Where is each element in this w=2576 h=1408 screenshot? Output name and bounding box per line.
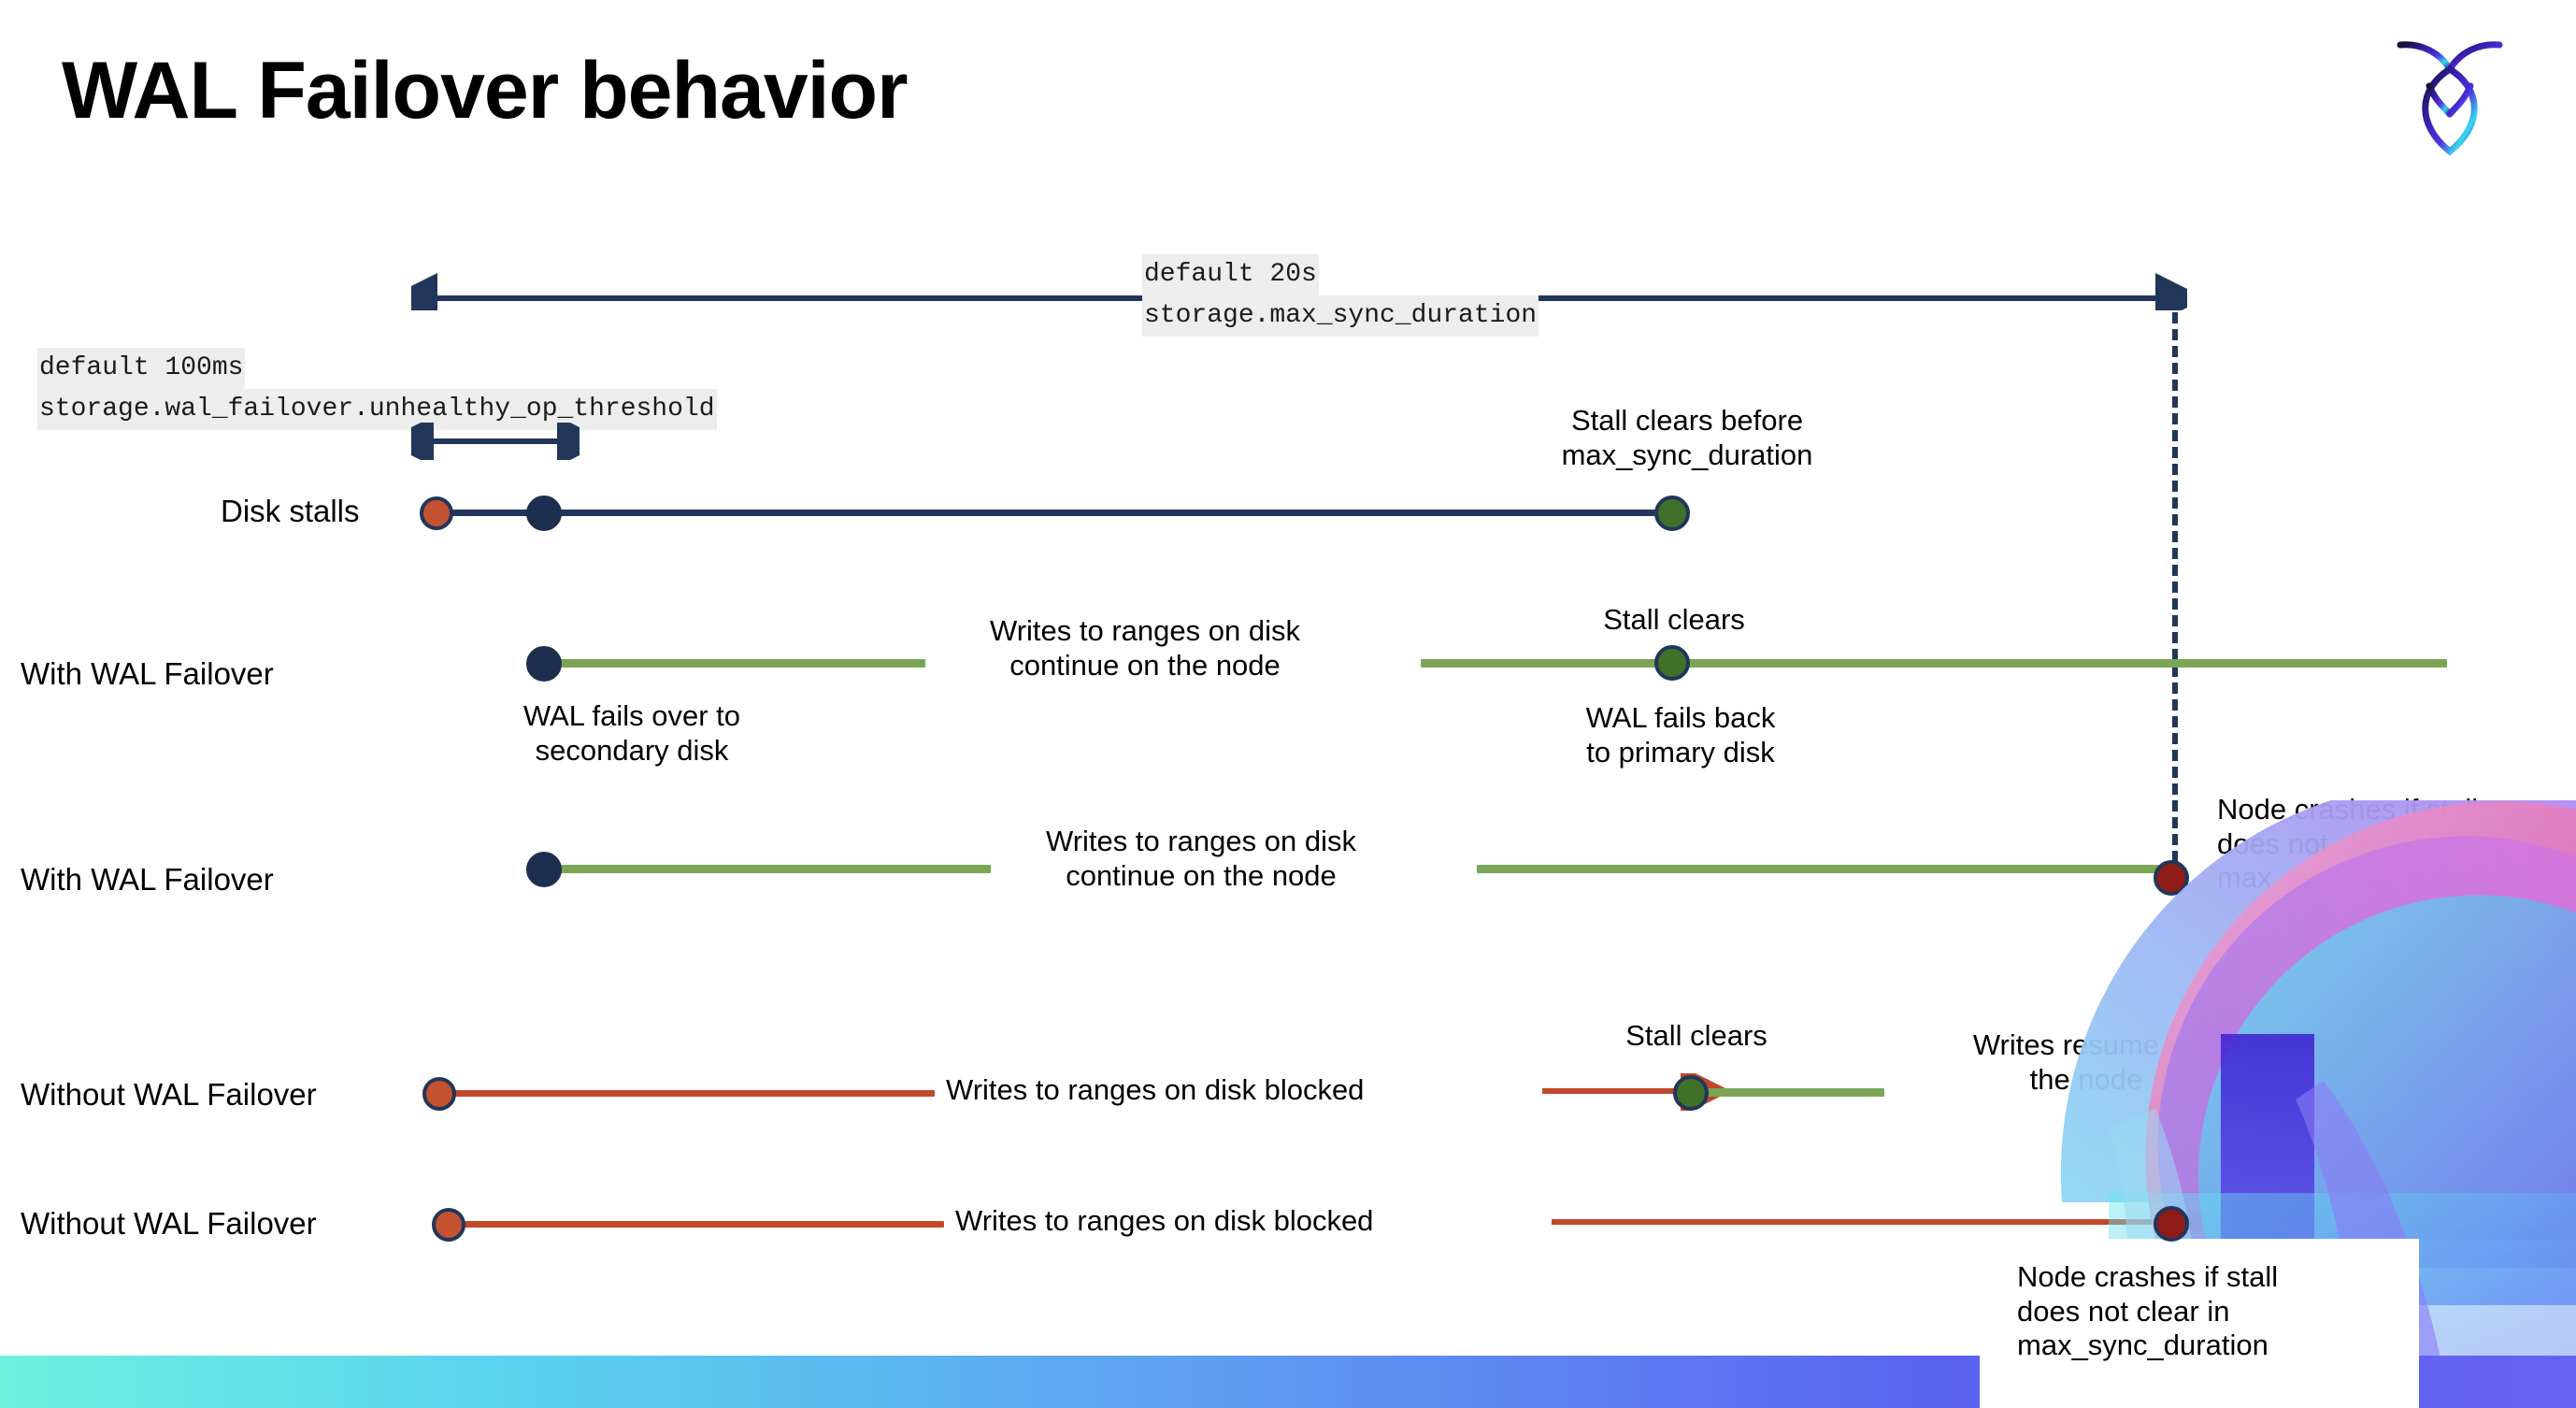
- with-failover-1-segment-a: [542, 659, 925, 668]
- max-sync-duration-setting: storage.max_sync_duration: [1142, 295, 1539, 337]
- without-failover-2-crash-dot: [2154, 1206, 2189, 1242]
- disk-stalls-line: [437, 510, 1677, 516]
- note-writes-continue-1: Writes to ranges on disk continue on the…: [990, 614, 1300, 682]
- row-label-with-wal-failover-2: With WAL Failover: [21, 862, 274, 897]
- note-stall-clears-2: Stall clears: [1625, 1019, 1767, 1052]
- with-failover-2-segment-b: [1477, 865, 2183, 873]
- note-writes-blocked-2: Writes to ranges on disk blocked: [955, 1204, 1374, 1237]
- page-title: WAL Failover behavior: [62, 46, 909, 136]
- without-failover-1-resume-a: [1707, 1088, 1884, 1097]
- unhealthy-op-threshold-default: default 100ms: [37, 348, 246, 389]
- unhealthy-op-threshold-arrow: [411, 423, 580, 460]
- row-label-with-wal-failover-1: With WAL Failover: [21, 656, 274, 691]
- disk-stalls-clear-dot: [1654, 496, 1690, 531]
- crash-callout-panel: [1980, 1239, 2419, 1408]
- without-failover-1-start-dot: [422, 1077, 456, 1111]
- row-label-without-wal-failover-1: Without WAL Failover: [21, 1077, 317, 1112]
- max-sync-duration-callout: default 20s storage.max_sync_duration: [1142, 254, 1539, 337]
- row-label-without-wal-failover-2: Without WAL Failover: [21, 1206, 317, 1241]
- with-failover-1-clear-dot: [1654, 645, 1690, 681]
- without-failover-1-blocked-arrow: [1542, 1073, 1729, 1111]
- without-failover-2-blocked-a: [458, 1221, 944, 1228]
- disk-stalls-threshold-dot: [526, 496, 562, 531]
- note-stall-clears-1: Stall clears: [1603, 603, 1745, 636]
- without-failover-1-clear-dot: [1673, 1075, 1709, 1111]
- note-writes-continue-2: Writes to ranges on disk continue on the…: [1046, 825, 1356, 892]
- note-node-crashes-1: Node crashes if stall does not clear in …: [2217, 793, 2479, 895]
- with-failover-2-crash-dot: [2154, 860, 2189, 896]
- cockroachdb-logo-icon: [2389, 28, 2511, 164]
- note-writes-blocked-1: Writes to ranges on disk blocked: [946, 1073, 1365, 1106]
- without-failover-1-resume-b: [2284, 1088, 2451, 1097]
- with-failover-1-failover-dot: [526, 646, 562, 682]
- with-failover-2-failover-dot: [526, 852, 562, 887]
- unhealthy-op-threshold-callout: default 100ms storage.wal_failover.unhea…: [37, 348, 717, 430]
- note-stall-clears-before-max-sync: Stall clears before max_sync_duration: [1561, 404, 1813, 471]
- row-label-disk-stalls: Disk stalls: [221, 494, 360, 528]
- with-failover-2-segment-a: [542, 865, 991, 873]
- max-sync-duration-default: default 20s: [1142, 254, 1319, 295]
- unhealthy-op-threshold-setting: storage.wal_failover.unhealthy_op_thresh…: [37, 389, 717, 430]
- with-failover-1-segment-b: [1421, 659, 2447, 668]
- note-node-crashes-2: Node crashes if stall does not clear in …: [2017, 1260, 2279, 1362]
- disk-stalls-start-dot: [420, 496, 453, 530]
- without-failover-2-blocked-arrow: [1552, 1204, 2206, 1242]
- note-wal-fails-over: WAL fails over to secondary disk: [522, 699, 740, 767]
- without-failover-2-start-dot: [432, 1208, 465, 1242]
- note-writes-resume: Writes resume on the node: [1972, 1028, 2200, 1096]
- without-failover-1-blocked-a: [449, 1090, 935, 1097]
- max-sync-duration-deadline-line: [2172, 295, 2178, 879]
- note-wal-fails-back: WAL fails back to primary disk: [1585, 701, 1776, 769]
